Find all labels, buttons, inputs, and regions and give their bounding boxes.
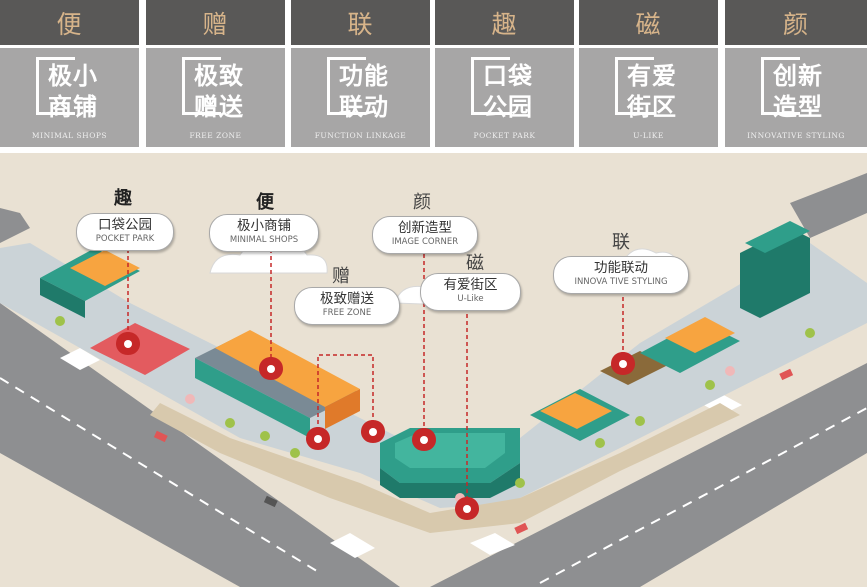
tag-zeng: 赠 — [332, 266, 350, 287]
cars — [153, 368, 794, 535]
callout-minimal-shops: 极小商铺 MINIMAL SHOPS — [209, 214, 319, 252]
feature-subtitle: POCKET PARK — [473, 131, 536, 140]
feature-card: 创新 造型 INNOVATIVE STYLING — [725, 48, 867, 147]
feature-head-char: 赠 — [202, 9, 229, 39]
pocket-park-area — [90, 323, 190, 375]
leader-lines — [127, 235, 624, 508]
callout-subtitle: U-Like — [457, 294, 484, 304]
bracket-frame — [182, 57, 221, 115]
feature-title-line2: 造型 — [773, 93, 823, 121]
road-northeast — [790, 173, 867, 238]
location-markers — [116, 332, 635, 520]
callout-title: 创新造型 — [398, 220, 452, 236]
west-wing-buildings — [40, 248, 360, 438]
callout-title: 极致赠送 — [320, 291, 374, 307]
bracket-frame — [471, 57, 510, 115]
bracket-frame — [327, 57, 366, 115]
tag-bian: 便 — [256, 192, 274, 213]
feature-head-char: 磁 — [635, 9, 662, 39]
feature-header: 趣 — [435, 0, 574, 45]
feature-subtitle: INNOVATIVE STYLING — [747, 131, 845, 140]
feature-header: 磁 — [579, 0, 718, 45]
feature-title-line2: 公园 — [483, 93, 533, 121]
callout-title: 口袋公园 — [98, 217, 152, 233]
pedestrian-path — [150, 403, 740, 533]
road-west — [0, 303, 400, 587]
feature-head-char: 便 — [56, 9, 83, 39]
callout-subtitle: POCKET PARK — [95, 234, 155, 244]
callout-subtitle: MINIMAL SHOPS — [229, 235, 299, 245]
callout-title: 有爱街区 — [443, 277, 498, 293]
road-east — [430, 363, 867, 587]
bracket-frame — [615, 57, 654, 115]
feature-banner: 便 极小 商铺 MINIMAL SHOPS 赠 极致 赠送 FREE ZONE … — [0, 0, 867, 150]
feature-pocket-park: 趣 口袋 公园 POCKET PARK — [435, 0, 574, 150]
callout-subtitle: INNOVA TIVE STYLING — [574, 277, 668, 287]
feature-subtitle: MINIMAL SHOPS — [31, 131, 108, 140]
feature-title-line1: 口袋 — [483, 62, 533, 90]
site-map: 趣 便 赠 颜 磁 联 口袋公园 POCKET PARK 极小商铺 MINIMA… — [0, 153, 867, 587]
feature-header: 便 — [0, 0, 139, 45]
callout-pocket-park: 口袋公园 POCKET PARK — [76, 213, 174, 251]
tag-yan: 颜 — [413, 192, 431, 213]
callout-title: 功能联动 — [594, 260, 648, 276]
feature-function-linkage: 联 功能 联动 FUNCTION LINKAGE — [291, 0, 430, 150]
feature-title-line1: 极致 — [194, 62, 244, 90]
callout-subtitle: IMAGE CORNER — [391, 237, 459, 247]
callout-image-corner: 创新造型 IMAGE CORNER — [372, 216, 478, 254]
callout-title: 极小商铺 — [237, 218, 291, 234]
feature-card: 极小 商铺 MINIMAL SHOPS — [0, 48, 139, 147]
tag-qu: 趣 — [114, 188, 132, 209]
feature-title-line2: 街区 — [627, 93, 677, 121]
road-northwest — [0, 208, 30, 243]
feature-minimal-shops: 便 极小 商铺 MINIMAL SHOPS — [0, 0, 139, 150]
feature-card: 口袋 公园 POCKET PARK — [435, 48, 574, 147]
feature-title-line1: 创新 — [773, 62, 823, 90]
feature-title-line2: 商铺 — [48, 93, 98, 121]
feature-title-line1: 有爱 — [627, 62, 677, 90]
feature-free-zone: 赠 极致 赠送 FREE ZONE — [146, 0, 285, 150]
trees — [55, 316, 815, 488]
feature-title-line2: 赠送 — [194, 93, 244, 121]
feature-card: 有爱 街区 U-LIKE — [579, 48, 718, 147]
feature-header: 颜 — [725, 0, 867, 45]
feature-innovative-styling: 颜 创新 造型 INNOVATIVE STYLING — [725, 0, 867, 150]
feature-card: 极致 赠送 FREE ZONE — [146, 48, 285, 147]
bracket-frame — [36, 57, 75, 115]
callout-subtitle: FREE ZONE — [322, 308, 372, 318]
feature-head-char: 趣 — [491, 9, 518, 39]
feature-subtitle: FUNCTION LINKAGE — [314, 131, 407, 140]
corner-building — [380, 428, 520, 498]
bracket-frame — [761, 57, 800, 115]
feature-title-line2: 联动 — [339, 93, 389, 121]
feature-subtitle: FREE ZONE — [189, 131, 242, 140]
feature-head-char: 联 — [347, 9, 374, 39]
callout-u-like: 有爱街区 U-Like — [420, 273, 521, 311]
lane-markings — [0, 377, 867, 584]
feature-head-char: 颜 — [782, 9, 809, 39]
callout-free-zone: 极致赠送 FREE ZONE — [294, 287, 400, 325]
feature-title-line1: 极小 — [48, 62, 98, 90]
feature-header: 赠 — [146, 0, 285, 45]
tag-ci: 磁 — [466, 253, 484, 274]
tag-lian: 联 — [612, 232, 630, 253]
feature-header: 联 — [291, 0, 430, 45]
callout-innova-styling: 功能联动 INNOVA TIVE STYLING — [553, 256, 689, 294]
feature-title-line1: 功能 — [339, 62, 389, 90]
feature-subtitle: U-LIKE — [633, 131, 664, 140]
feature-card: 功能 联动 FUNCTION LINKAGE — [291, 48, 430, 147]
feature-u-like: 磁 有爱 街区 U-LIKE — [579, 0, 718, 150]
